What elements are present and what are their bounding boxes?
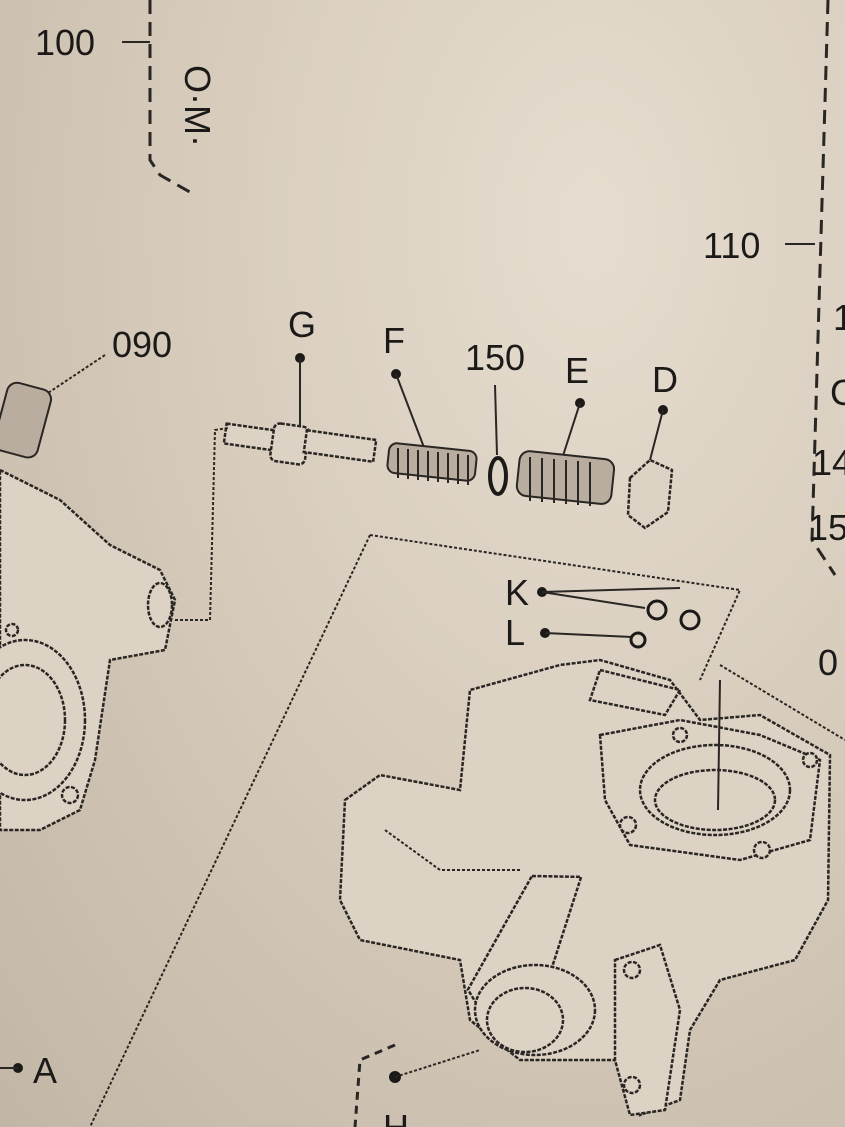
bracket-right (810, 0, 837, 576)
part-l-ring (629, 631, 647, 649)
callout-e: E (565, 350, 589, 391)
callout-g: G (288, 304, 316, 345)
callout-om: O·M· (177, 65, 218, 147)
part-k-ring (646, 599, 668, 621)
pump-body-left (0, 468, 177, 832)
edge-label-1: 1 (833, 297, 845, 338)
callout-d: D (652, 359, 678, 400)
bracket-om (148, 0, 196, 197)
leader-g-to-pump (175, 427, 229, 621)
callout-100: 100 (35, 22, 95, 63)
assembly-box (369, 534, 742, 681)
part-k-ring-2 (679, 609, 701, 631)
part-090-fitting (0, 381, 53, 459)
edge-label-15: 15 (808, 507, 845, 548)
callout-k: K (505, 572, 529, 613)
callout-h: H (383, 1107, 409, 1127)
part-150-o-ring (488, 456, 508, 496)
callout-150: 150 (465, 337, 525, 378)
edge-label-14: 14 (812, 442, 845, 483)
edge-label-c: C (830, 372, 845, 413)
pump-manifold-main (338, 658, 832, 1117)
part-e-spring (515, 450, 616, 506)
callout-l: L (505, 612, 525, 653)
edge-label-0: 0 (818, 642, 838, 683)
callout-110: 110 (703, 225, 760, 266)
part-d-nut (626, 458, 674, 530)
callout-090: 090 (112, 324, 172, 365)
callout-f: F (383, 320, 405, 361)
part-g-valve-stem (222, 422, 378, 466)
callout-a: A (33, 1050, 57, 1091)
part-f-spring (386, 442, 478, 485)
